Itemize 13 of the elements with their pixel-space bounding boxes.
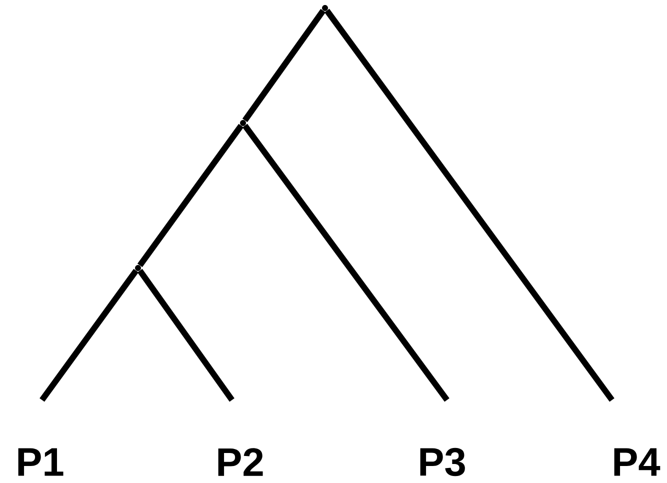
tree-branch xyxy=(324,8,614,402)
tree-branch xyxy=(137,268,234,402)
branch-point xyxy=(240,120,246,126)
tree-branch xyxy=(40,268,139,402)
leaf-label: P4 xyxy=(614,448,660,476)
leaf-label: P1 xyxy=(18,448,64,476)
leaf-label: P3 xyxy=(420,448,465,476)
branch-point xyxy=(135,265,141,271)
tree-branch xyxy=(242,124,450,402)
leaf-label: P2 xyxy=(218,448,263,476)
branch-point xyxy=(322,5,328,11)
tree-branch xyxy=(242,8,326,122)
tree-branch xyxy=(137,124,244,268)
